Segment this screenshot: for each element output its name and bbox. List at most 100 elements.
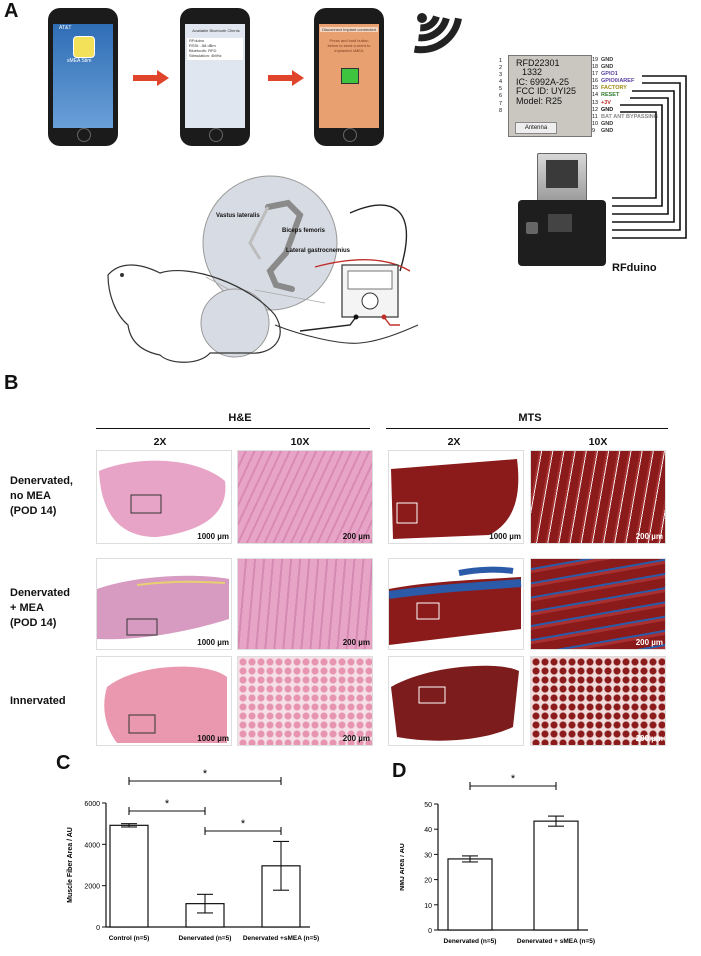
arrow-right-icon [268,70,304,86]
pin-name: BAT ANT BYPASSING [601,113,659,120]
row-label-line: (POD 14) [10,617,57,629]
scale-bar-label: 1000 µm [197,532,229,541]
row-label-line: no MEA [10,490,51,502]
mts-2x-label: 2X [447,436,461,448]
home-button[interactable] [77,128,91,142]
pin-number: 9 [592,127,596,134]
pin-number: 10 [592,120,599,127]
rat-illustration [107,175,419,363]
significance-star: * [241,818,246,830]
pin-number: 18 [592,64,599,71]
mts-10x-label: 10X [588,436,608,448]
tissue-shape [97,575,229,640]
pin-name: GPIO1 [601,71,618,78]
row-label-line: Denervated, [10,475,73,487]
he-2x-row2-image: 1000 µm [96,558,232,650]
scale-bar-label: 200 µm [342,638,370,647]
muscle-label-vastus: Vastus lateralis [216,213,260,219]
left-pin: 1 [499,58,503,64]
significance-star: * [511,773,516,785]
home-button[interactable] [209,128,223,142]
chip-text: RFD22301 1332 IC: 6992A-25 FCC ID: UYI25… [516,58,577,106]
scale-bar-label: 200 µm [342,532,370,541]
phone-app-launcher: AT&T sMEA Stim [48,8,118,146]
pin-name: GPIO0/AREF [601,78,635,85]
rfduino-usb-connector [537,153,587,203]
pin-number: 14 [592,92,599,99]
phone-screen-stimulate: Disconnect Implant connected Press and h… [319,24,379,128]
panel-c-label: C [56,752,71,774]
y-tick-label: 0 [428,928,432,935]
mts-rule [386,428,668,429]
y-axis-label: Muscle Fiber Area / AU [67,827,74,903]
rfduino-board [518,200,606,266]
tissue-shape [391,665,519,741]
bluetooth-title: Available Bluetooth Clients [192,28,240,33]
left-pin: 4 [499,79,503,86]
wireless-signal-icon [413,13,462,54]
mts-2x-row2-image: 1000 µm [388,558,524,650]
x-tick-label: Denervated +sMEA (n=5) [243,935,319,942]
row-label-denervated-mea: Denervated + MEA (POD 14) [10,586,70,631]
board-chip [548,214,572,232]
he-10x-row2-image: 200 µm [237,558,373,650]
row-label-line: + MEA [10,602,44,614]
phone-bluetooth-list: Available Bluetooth Clients RFduino RSSI… [180,8,250,146]
antenna-label: Antenna [515,122,557,134]
mts-10x-row2-image: 200 µm [530,558,666,650]
y-tick-label: 6000 [84,801,100,808]
he-header: H&E [228,412,252,424]
connection-wires [612,75,687,239]
mts-header: MTS [518,412,542,424]
row-label-line: Innervated [10,695,66,707]
bluetooth-list[interactable]: RFduino RSSI: -58 dBm Bluetooth: RFD Sti… [187,38,243,60]
left-pin: 2 [499,65,503,72]
bt-item-name: RFduino [189,38,205,43]
bt-item-stim: Stimulation: 4MHz [189,53,222,58]
scale-bar-label: 1000 µm [197,734,229,743]
x-tick-label: Control (n=5) [109,935,150,942]
stim-instruction: Press and hold button below to send curr… [327,38,371,53]
right-pin: 13+3V [592,100,662,107]
x-tick-label: Denervated + sMEA (n=5) [517,938,595,945]
panel-a-label: A [4,0,19,22]
scale-bar-label: 1000 µm [489,532,521,541]
muscle-label-biceps: Biceps femoris [282,228,326,234]
y-tick-label: 40 [424,827,432,834]
rfd-chip: RFD22301 1332 IC: 6992A-25 FCC ID: UYI25… [508,55,592,137]
scale-bar-label: 200 µm [635,638,663,647]
home-button[interactable] [343,128,357,142]
chip-line-3: IC: 6992A-25 [516,76,570,87]
phone-screen-home: AT&T sMEA Stim [53,24,113,128]
row-label-denervated-no-mea: Denervated, no MEA (POD 14) [10,474,73,519]
pin-name: FACTORY [601,85,627,92]
x-tick-label: Denervated (n=5) [444,938,497,945]
significance-star: * [203,768,208,780]
scale-bar-label: 1000 µm [197,638,229,647]
stimulate-button[interactable] [341,68,359,84]
y-tick-label: 20 [424,878,432,885]
left-pin: 8 [499,107,503,114]
rfduino-label: RFduino [612,262,657,274]
usb-slot [546,160,578,188]
tissue-shape [104,666,227,743]
chip-line-2: 1332 [522,67,543,78]
app-icon[interactable] [73,36,95,58]
mts-10x-row3-image: 200 µm [530,656,666,746]
chip-line-4: FCC ID: UYI25 [516,86,577,97]
tissue-shape [391,459,519,539]
scale-bar-label: 1000 µm [489,638,521,647]
phone-screen-bluetooth: Available Bluetooth Clients RFduino RSSI… [185,24,245,128]
y-tick-label: 4000 [84,842,100,849]
pin-number: 15 [592,85,599,92]
mts-10x-row1-image: 200 µm [530,450,666,544]
